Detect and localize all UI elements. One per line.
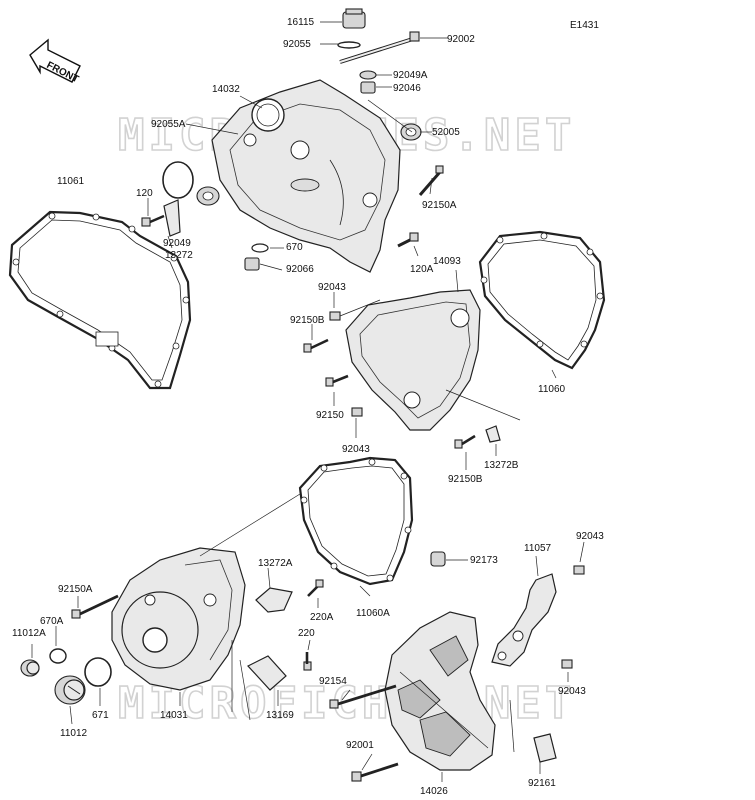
sprocket-cover-14026: [384, 611, 496, 771]
plug-11012: [54, 675, 86, 705]
part-label-92043: 92043: [342, 444, 370, 455]
dowel-92043-d: [561, 659, 573, 669]
grommet-92173: [430, 551, 446, 567]
part-label-11057: 11057: [524, 543, 552, 554]
bolt-92150B-b: [454, 434, 476, 449]
bolt-92154: [329, 684, 397, 709]
bolt-92150: [325, 374, 349, 387]
part-label-670: 670: [286, 242, 303, 253]
part-label-92066: 92066: [286, 264, 314, 275]
part-label-92150b: 92150B: [290, 315, 325, 326]
bolt-120: [141, 214, 165, 227]
dowel-92043-c: [573, 565, 585, 575]
part-label-13272: 13272: [165, 250, 193, 261]
bracket-13272A: [255, 587, 293, 613]
gasket-11060: [478, 230, 606, 370]
part-label-92002: 92002: [447, 34, 475, 45]
o-ring-92055A: [162, 161, 194, 199]
guide-13169: [247, 655, 287, 691]
crankcase-cover-14032: [211, 79, 401, 273]
bolt-220A: [307, 579, 324, 597]
part-label-92043: 92043: [558, 686, 586, 697]
part-label-92150b: 92150B: [448, 474, 483, 485]
part-label-11012: 11012: [60, 728, 88, 739]
part-label-92043: 92043: [318, 282, 346, 293]
o-ring-92055: [337, 41, 361, 49]
part-label-670a: 670A: [40, 616, 64, 627]
part-label-13272a: 13272A: [258, 558, 293, 569]
part-label-92173: 92173: [470, 555, 498, 566]
part-label-14026: 14026: [420, 786, 448, 797]
part-label-92150a: 92150A: [58, 584, 93, 595]
diagram-code: E1431: [570, 20, 599, 31]
plug-92066: [244, 257, 260, 271]
damper-92161: [533, 733, 557, 763]
bolt-92150A-bottom: [71, 594, 119, 619]
part-label-220: 220: [298, 628, 315, 639]
leader-lines: [31, 21, 585, 782]
part-label-92043: 92043: [576, 531, 604, 542]
front-arrow-icon: FRONT: [29, 38, 81, 85]
o-ring-670A: [49, 648, 67, 664]
part-label-220a: 220A: [310, 612, 334, 623]
part-label-13169: 13169: [266, 710, 294, 721]
gasket-11061: [8, 210, 192, 390]
part-label-11012a: 11012A: [12, 628, 46, 639]
plug-11012A: [20, 659, 40, 677]
bolt-92150A-top: [418, 165, 444, 196]
bracket-11057: [491, 573, 557, 667]
oil-seal-92049: [196, 186, 220, 206]
part-label-14031: 14031: [160, 710, 188, 721]
part-label-11061: 11061: [57, 176, 85, 187]
collar-92046: [360, 81, 376, 94]
bracket-13272: [163, 199, 181, 237]
part-label-11060a: 11060A: [356, 608, 390, 619]
part-label-13272b: 13272B: [484, 460, 519, 471]
dowel-92043-a: [329, 311, 341, 321]
part-label-16115: 16115: [287, 17, 315, 28]
part-label-92150a: 92150A: [422, 200, 457, 211]
part-label-92055a: 92055A: [151, 119, 186, 130]
bolt-92001: [351, 762, 399, 782]
bolt-92002: [339, 31, 420, 64]
part-label-92154: 92154: [319, 676, 347, 687]
part-label-120: 120: [136, 188, 153, 199]
clutch-cover-14031: [111, 547, 246, 691]
part-label-92049: 92049: [163, 238, 191, 249]
part-label-14032: 14032: [212, 84, 240, 95]
part-label-671: 671: [92, 710, 109, 721]
part-label-11060: 11060: [538, 384, 566, 395]
o-ring-671: [84, 657, 112, 687]
part-label-14093: 14093: [433, 256, 461, 267]
part-label-92161: 92161: [528, 778, 556, 789]
bolt-220: [303, 652, 312, 671]
part-labels: E1431 16115 92055 92002 92049A 92046 14032 920…: [12, 17, 604, 797]
gasket-11060A: [298, 456, 414, 586]
dowel-92043-b: [351, 407, 363, 417]
bolt-120A: [397, 232, 419, 248]
part-label-92150: 92150: [316, 410, 344, 421]
cover-14093: [345, 289, 481, 431]
part-label-92046: 92046: [393, 83, 421, 94]
bracket-13272B: [485, 425, 501, 443]
o-ring-670: [251, 243, 269, 253]
part-label-92055: 92055: [283, 39, 311, 50]
part-label-92001: 92001: [346, 740, 374, 751]
part-label-92049a: 92049A: [393, 70, 428, 81]
part-label-52005: 52005: [432, 127, 460, 138]
washer-92049A: [359, 70, 377, 80]
bolt-92150B-a: [303, 338, 329, 353]
part-label-120a: 120A: [410, 264, 434, 275]
oil-filler-cap-16115: [342, 8, 366, 29]
